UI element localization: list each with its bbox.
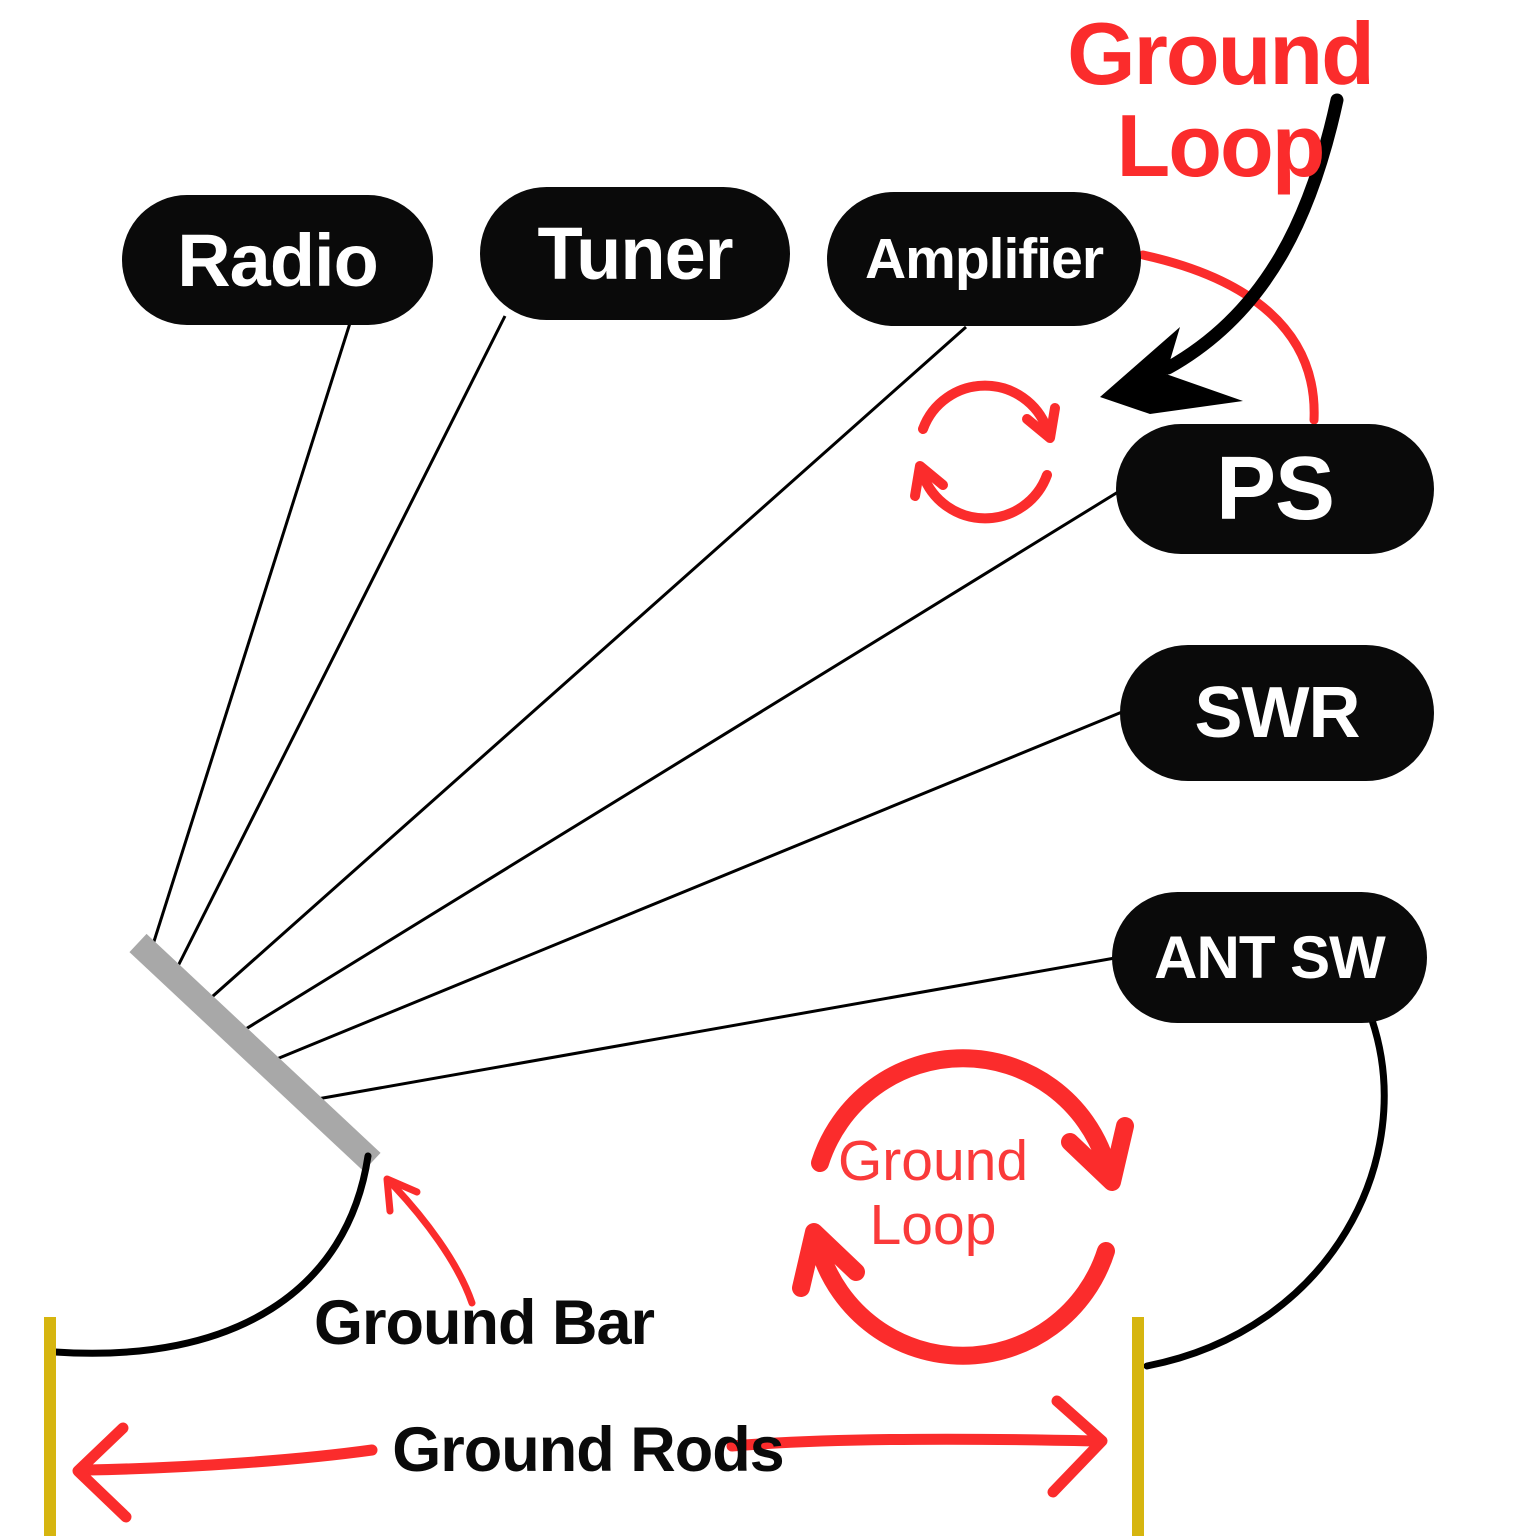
cycle-large-top-arrowhead (1061, 1117, 1134, 1191)
device-label: Tuner (537, 212, 733, 295)
device-node-swr: SWR (1120, 645, 1434, 781)
bar-arrow-shaft (390, 1182, 476, 1307)
ground-rods-label: Ground Rods (392, 1415, 784, 1485)
ground-line-amplifier (203, 325, 967, 1006)
ant-sw-to-rod-cable (1143, 1016, 1388, 1370)
ground-loop-pointer-arrow (1100, 93, 1344, 414)
device-label: Radio (177, 218, 379, 302)
rods-arrow-right-shaft (726, 1433, 1100, 1452)
device-node-ps: PS (1116, 424, 1434, 554)
ground-bar (129, 933, 381, 1172)
device-node-ant-sw: ANT SW (1112, 892, 1427, 1023)
ground-loop-cycle-icon-large (792, 1049, 1134, 1365)
ground-bar-pointer-arrow (383, 1175, 476, 1307)
loop-caption-line1: Ground (837, 1129, 1029, 1193)
cycle-large-bottom-arrowhead (792, 1223, 865, 1297)
ground-connection-lines (148, 315, 1123, 1103)
device-node-tuner: Tuner (480, 187, 790, 320)
ground-line-swr (266, 710, 1123, 1065)
device-label: ANT SW (1154, 924, 1386, 991)
ground-loop-cycle-icon-small (910, 380, 1060, 524)
amplifier-ps-red-arc (1138, 250, 1319, 425)
cycle-small-bottom-arrowhead (910, 461, 948, 501)
device-node-amplifier: Amplifier (827, 192, 1141, 326)
cycle-small-top-arrowhead (1022, 403, 1060, 443)
cycle-large-bottom-arc (811, 1242, 1115, 1365)
rods-arrow-left-head (72, 1422, 132, 1523)
ground-bar-to-rod-cable (51, 1152, 372, 1357)
device-label: Amplifier (864, 227, 1104, 291)
ground-line-ps (235, 490, 1119, 1037)
ground-bar-label: Ground Bar (314, 1288, 655, 1358)
ground-rods-arrow-left (72, 1422, 378, 1523)
cycle-large-top-arc (811, 1049, 1115, 1172)
ground-line-tuner (171, 315, 507, 977)
cycle-small-top-arc (918, 380, 1052, 434)
cycle-small-bottom-arc (918, 470, 1052, 524)
pointer-arrow-shaft (1161, 93, 1344, 375)
rods-arrow-right-head (1047, 1395, 1108, 1498)
bar-arrow-head (383, 1175, 421, 1215)
device-label: SWR (1194, 673, 1361, 753)
loop-caption-line2: Loop (869, 1192, 997, 1257)
device-label: PS (1215, 438, 1335, 539)
page-title: Ground Loop (1067, 4, 1375, 196)
ground-line-radio (148, 322, 352, 955)
ground-loop-cycle-caption: Ground Loop (803, 1129, 1063, 1258)
device-node-radio: Radio (122, 195, 433, 325)
rods-arrow-left-shaft (82, 1444, 378, 1476)
ground-line-ant-sw (305, 956, 1116, 1103)
pointer-arrow-head (1100, 327, 1243, 414)
ground-rods-arrow-right (726, 1395, 1108, 1498)
